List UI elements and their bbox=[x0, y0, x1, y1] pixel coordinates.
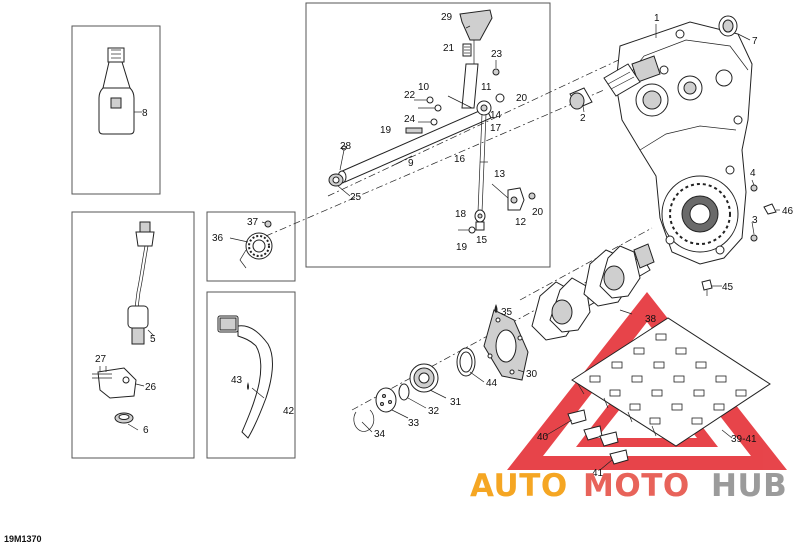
watermark-text: AUTO MOTO HUB bbox=[470, 468, 787, 504]
sprocket-plate-part bbox=[483, 309, 529, 381]
callout-1: 1 bbox=[654, 13, 660, 24]
ring-44-part bbox=[456, 347, 476, 377]
callout-11: 11 bbox=[481, 82, 492, 93]
callout-46: 46 bbox=[782, 206, 794, 217]
callout-6: 6 bbox=[143, 425, 149, 436]
callout-23: 23 bbox=[491, 49, 503, 60]
callout-14: 14 bbox=[490, 110, 502, 121]
callout-43: 43 bbox=[231, 375, 243, 386]
callout-22: 22 bbox=[404, 90, 416, 101]
callout-16: 16 bbox=[454, 154, 466, 165]
fasteners-part bbox=[701, 184, 777, 296]
callout-3: 3 bbox=[752, 215, 758, 226]
seal-part bbox=[718, 15, 738, 37]
callout-45: 45 bbox=[722, 282, 734, 293]
wiring-harness-part bbox=[217, 315, 273, 439]
callout-19b: 19 bbox=[456, 242, 468, 253]
magnet-ring-part bbox=[229, 220, 273, 269]
callout-29: 29 bbox=[441, 12, 453, 23]
circlip-part bbox=[353, 409, 375, 432]
callout-21: 21 bbox=[443, 43, 455, 54]
callout-40: 40 bbox=[537, 432, 549, 443]
callout-42: 42 bbox=[283, 406, 295, 417]
callout-35: 35 bbox=[501, 307, 513, 318]
callout-24: 24 bbox=[404, 114, 416, 125]
diagram-code: 19M1370 bbox=[4, 534, 42, 544]
callout-44: 44 bbox=[486, 378, 498, 389]
callout-41: 41 bbox=[592, 468, 604, 479]
callout-26: 26 bbox=[145, 382, 157, 393]
callout-18: 18 bbox=[455, 209, 467, 220]
callout-27: 27 bbox=[95, 354, 107, 365]
ring-32-part bbox=[398, 383, 410, 401]
watermark-auto: AUTO bbox=[470, 468, 568, 504]
callout-20a: 20 bbox=[516, 93, 528, 104]
callout-25: 25 bbox=[350, 192, 362, 203]
inset-box-magnet bbox=[206, 211, 296, 282]
watermark-hub: HUB bbox=[711, 468, 787, 504]
shift-linkage-part bbox=[328, 9, 536, 234]
callout-20b: 20 bbox=[532, 207, 544, 218]
callout-9: 9 bbox=[408, 158, 414, 169]
watermark-moto: MOTO bbox=[583, 468, 690, 504]
callout-4: 4 bbox=[750, 168, 756, 179]
callout-19a: 19 bbox=[380, 125, 392, 136]
inset-box-oil bbox=[71, 25, 161, 195]
callout-17: 17 bbox=[490, 123, 502, 134]
callout-numbers: 1 7 2 4 3 46 45 8 5 27 26 6 37 36 43 42 … bbox=[95, 12, 794, 479]
output-spline-part bbox=[603, 63, 641, 97]
callout-2: 2 bbox=[580, 113, 586, 124]
speed-sensor-part bbox=[92, 221, 155, 431]
callout-7: 7 bbox=[752, 36, 758, 47]
drive-shaft-part bbox=[531, 243, 655, 341]
callout-38: 38 bbox=[645, 314, 657, 325]
gearcase-housing-part bbox=[615, 21, 753, 265]
oil-bottle-part bbox=[98, 47, 142, 135]
inset-box-sensor bbox=[71, 211, 195, 459]
callout-31: 31 bbox=[450, 397, 462, 408]
inset-box-harness bbox=[206, 291, 296, 459]
callout-leaders bbox=[337, 24, 780, 471]
callout-10: 10 bbox=[418, 82, 430, 93]
callout-15: 15 bbox=[476, 235, 488, 246]
cap-33-part bbox=[375, 387, 397, 413]
slider-plate-part bbox=[571, 317, 771, 447]
callout-34: 34 bbox=[374, 429, 386, 440]
callout-30: 30 bbox=[526, 369, 538, 380]
callout-36: 36 bbox=[212, 233, 224, 244]
callout-12: 12 bbox=[515, 217, 527, 228]
callout-32: 32 bbox=[428, 406, 440, 417]
clips-part bbox=[567, 409, 629, 465]
callout-8: 8 bbox=[142, 108, 148, 119]
oil-drop-icon bbox=[494, 304, 498, 313]
callout-37: 37 bbox=[247, 217, 259, 228]
inset-box-shift-linkage bbox=[305, 2, 551, 268]
callout-13: 13 bbox=[494, 169, 506, 180]
bearing-part bbox=[409, 363, 439, 393]
callout-28: 28 bbox=[340, 141, 352, 152]
callout-39-41: 39-41 bbox=[731, 434, 757, 445]
callout-33: 33 bbox=[408, 418, 420, 429]
callout-5: 5 bbox=[150, 334, 156, 345]
bushing-part bbox=[569, 87, 593, 110]
